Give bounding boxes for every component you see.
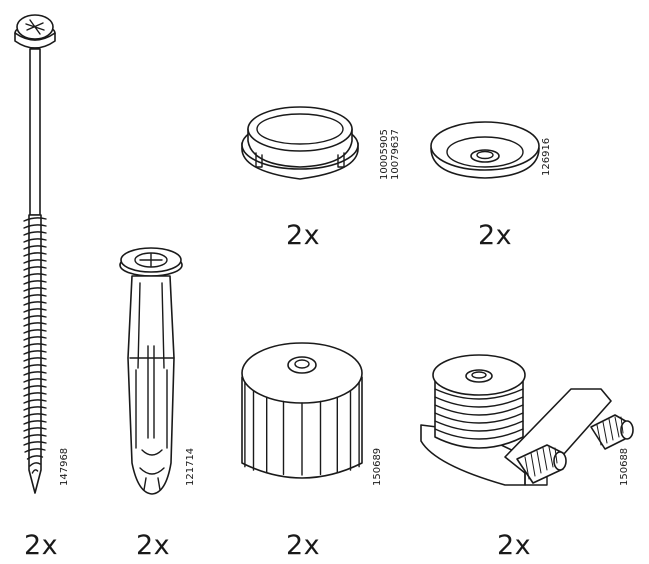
part-code-washer: 126916 (541, 137, 552, 176)
part-cap (230, 95, 380, 194)
part-code-adjustable-foot: 150689 (372, 447, 383, 486)
wall-plug-drawing (119, 247, 183, 495)
part-code-screw: 147968 (59, 447, 70, 486)
part-code-bracket-foot: 150688 (619, 447, 630, 486)
quantity-screw: 2x (24, 530, 59, 561)
cap-drawing (241, 106, 359, 180)
quantity-wall-plug: 2x (136, 530, 171, 561)
quantity-adjustable-foot: 2x (286, 530, 321, 561)
part-screw (8, 5, 68, 507)
quantity-washer: 2x (478, 220, 513, 251)
part-bracket-foot (415, 345, 645, 499)
quantity-cap: 2x (286, 220, 321, 251)
adjustable-foot-drawing (241, 342, 363, 479)
part-wall-plug (112, 238, 192, 504)
part-washer (425, 110, 545, 189)
washer-drawing (430, 121, 540, 179)
bracket-foot-drawing (420, 354, 634, 486)
part-code-cap-2: 10079637 (390, 129, 401, 180)
part-adjustable-foot (232, 335, 382, 489)
part-code-wall-plug: 121714 (185, 447, 196, 486)
screw-drawing (14, 14, 56, 494)
part-code-cap: 10005905 10079637 (379, 129, 401, 180)
quantity-bracket-foot: 2x (497, 530, 532, 561)
part-code-cap-1: 10005905 (379, 129, 390, 180)
